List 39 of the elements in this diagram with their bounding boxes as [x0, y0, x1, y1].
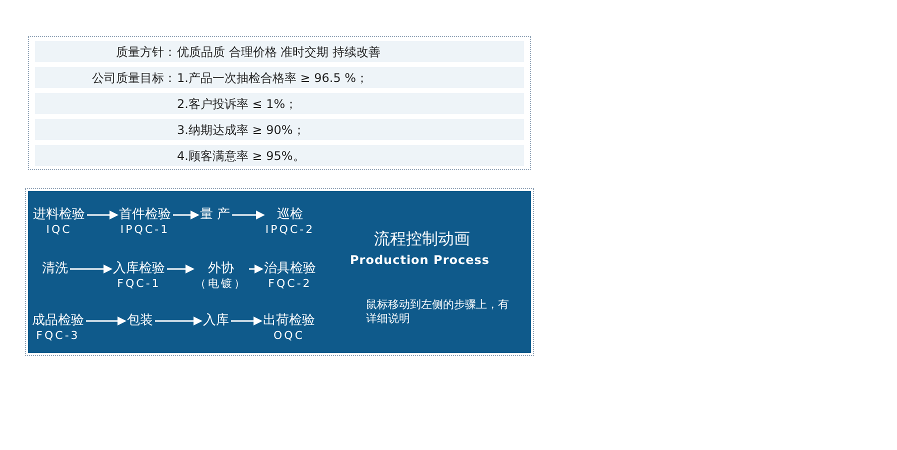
- step-code: IQC: [45, 223, 73, 237]
- step-code: FQC-3: [35, 329, 81, 343]
- step-name: 清洗: [42, 261, 68, 277]
- step-code: FQC-1: [116, 277, 162, 291]
- row-value: 1.产品一次抽检合格率 ≥ 96.5 %；: [177, 70, 368, 87]
- row-value: 3.纳期达成率 ≥ 90%；: [177, 122, 305, 139]
- arrow: [87, 210, 118, 220]
- arrow: [167, 264, 194, 274]
- step-code: IPQC-2: [265, 223, 315, 237]
- panel-subtitle: Production Process: [350, 253, 490, 267]
- step-name: 进料检验: [33, 207, 85, 223]
- arrow: [232, 210, 265, 220]
- row-value: 优质品质 合理价格 准时交期 持续改善: [177, 44, 380, 61]
- step-name: 成品检验: [32, 313, 84, 329]
- step-name: 出荷检验: [263, 313, 315, 329]
- step-name: 首件检验: [119, 207, 171, 223]
- step-code: FQC-2: [267, 277, 313, 291]
- step-code: （电镀）: [195, 277, 247, 291]
- step-code: OQC: [272, 329, 306, 343]
- step-name: 入库: [203, 313, 229, 329]
- row-value: 2.客户投诉率 ≤ 1%；: [177, 96, 298, 113]
- step-name: 入库检验: [113, 261, 165, 277]
- step-name: 外协: [207, 261, 235, 277]
- row-value: 4.顾客满意率 ≥ 95%。: [177, 148, 305, 165]
- step-name: 包装: [127, 313, 153, 329]
- step-name: 治具检验: [264, 261, 316, 277]
- instruction-text: 鼠标移动到左侧的步骤上，有详细说明: [366, 298, 510, 326]
- arrow: [249, 264, 264, 274]
- arrow: [155, 316, 202, 326]
- row-heading: 公司质量目标：: [92, 70, 176, 87]
- panel-title: 流程控制动画: [374, 229, 470, 250]
- step-code: IPQC-1: [119, 223, 171, 237]
- arrow: [231, 316, 262, 326]
- row-heading: 质量方针：: [116, 44, 176, 61]
- arrow: [70, 264, 112, 274]
- step-name: 巡检: [276, 207, 304, 223]
- step-name: 量 产: [200, 207, 230, 223]
- arrow: [173, 210, 200, 220]
- arrow: [86, 316, 126, 326]
